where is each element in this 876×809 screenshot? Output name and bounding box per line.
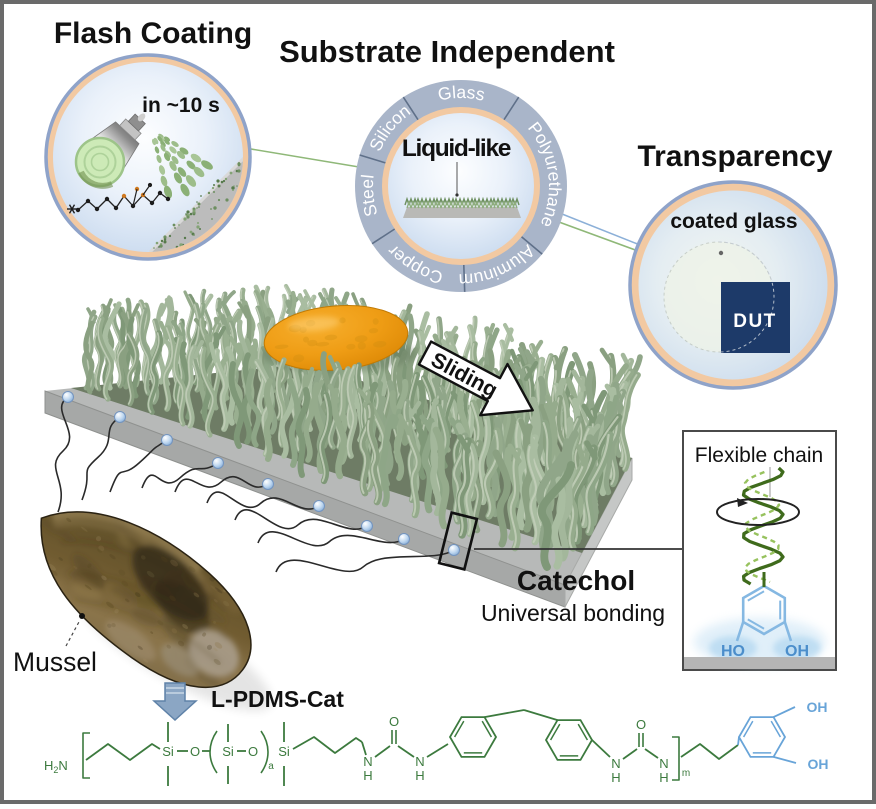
svg-text:O: O xyxy=(248,744,258,759)
svg-text:L-PDMS-Cat: L-PDMS-Cat xyxy=(211,686,344,712)
svg-text:Transparency: Transparency xyxy=(637,140,832,173)
svg-text:H: H xyxy=(363,768,372,783)
svg-text:a: a xyxy=(268,761,274,772)
svg-text:Flash Coating: Flash Coating xyxy=(54,17,252,50)
svg-text:in ~10 s: in ~10 s xyxy=(142,94,220,117)
svg-text:O: O xyxy=(636,717,646,732)
svg-text:Glass: Glass xyxy=(436,82,487,105)
svg-text:H: H xyxy=(415,768,424,783)
svg-text:H2N: H2N xyxy=(44,758,68,775)
svg-text:N: N xyxy=(363,754,372,769)
svg-text:N: N xyxy=(611,756,620,771)
svg-text:Substrate Independent: Substrate Independent xyxy=(279,34,615,69)
svg-text:Universal bonding: Universal bonding xyxy=(481,600,665,626)
svg-text:HO: HO xyxy=(721,643,745,660)
svg-text:OH: OH xyxy=(808,756,829,772)
svg-text:m: m xyxy=(682,768,690,779)
svg-text:Mussel: Mussel xyxy=(13,647,97,677)
svg-text:H: H xyxy=(659,770,668,785)
svg-text:DUT: DUT xyxy=(733,311,777,332)
svg-text:O: O xyxy=(389,714,399,729)
svg-text:Liquid-like: Liquid-like xyxy=(402,135,511,162)
svg-text:O: O xyxy=(190,744,200,759)
svg-text:Si: Si xyxy=(278,744,290,759)
svg-text:Flexible chain: Flexible chain xyxy=(695,444,823,467)
svg-text:Catechol: Catechol xyxy=(517,565,635,596)
svg-text:N: N xyxy=(659,756,668,771)
svg-text:H: H xyxy=(611,770,620,785)
svg-text:Si: Si xyxy=(222,744,234,759)
svg-text:OH: OH xyxy=(807,699,828,715)
svg-text:OH: OH xyxy=(785,643,809,660)
svg-text:Si: Si xyxy=(162,744,174,759)
svg-text:coated glass: coated glass xyxy=(670,210,797,233)
svg-text:N: N xyxy=(415,754,424,769)
